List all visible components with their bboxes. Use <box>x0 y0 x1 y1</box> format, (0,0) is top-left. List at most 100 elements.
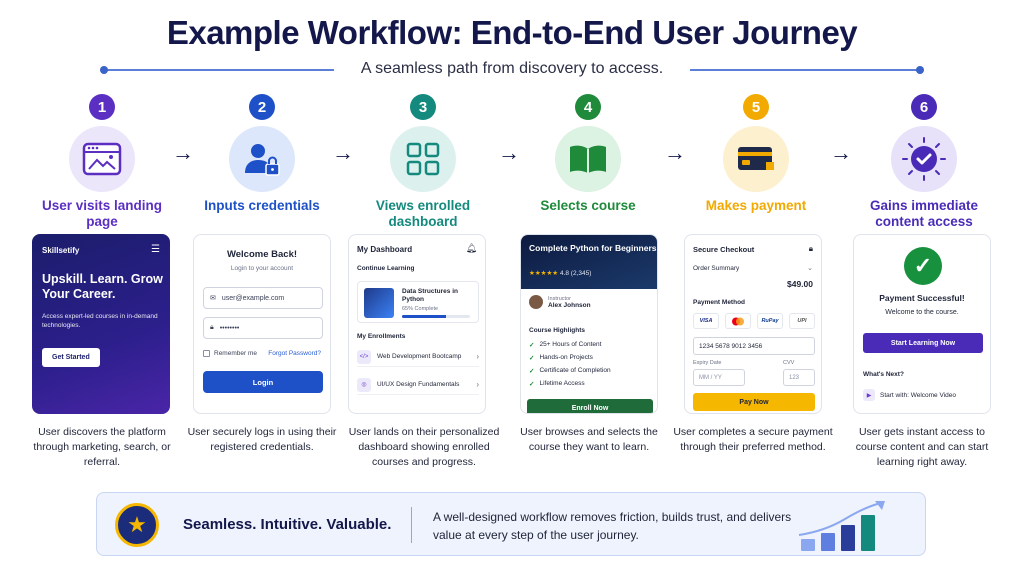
course-detail-mockup: Complete Python for Beginners ★★★★★ 4.8 … <box>520 234 658 414</box>
list-item[interactable]: </> Web Development Bootcamp › <box>357 347 479 367</box>
code-icon: </> <box>357 349 371 364</box>
course-header: Complete Python for Beginners ★★★★★ 4.8 … <box>521 235 657 289</box>
book-icon <box>555 126 621 192</box>
instructor-name: Alex Johnson <box>548 301 591 309</box>
whats-next-label: What's Next? <box>863 371 904 378</box>
expiry-field[interactable]: MM / YY <box>693 369 745 386</box>
order-amount: $49.00 <box>787 279 813 289</box>
chevron-right-icon: › <box>476 352 479 361</box>
enrollments-label: My Enrollments <box>357 333 406 340</box>
step-6: 6 Gains immediate content access <box>854 94 994 230</box>
step-description: User browses and selects the course they… <box>520 426 658 453</box>
check-icon: ✓ <box>529 342 535 349</box>
payment-method-label: Payment Method <box>693 299 746 306</box>
step-label: User visits landing page <box>41 198 163 229</box>
login-mockup: Welcome Back! Login to your account ✉ us… <box>193 234 331 414</box>
mail-icon: ✉ <box>210 295 216 302</box>
step-4: 4 Selects course <box>518 94 658 214</box>
avatar <box>529 295 543 309</box>
step-3: 3 Views enrolled dashboard <box>353 94 493 230</box>
card-number-field[interactable]: 1234 5678 9012 3456 <box>693 337 815 355</box>
list-item: ✓Certificate of Completion <box>529 367 611 375</box>
check-icon: ✓ <box>529 355 535 362</box>
dashboard-title: My Dashboard <box>357 245 413 254</box>
arrow-icon: → <box>830 140 852 165</box>
cvv-field[interactable]: 123 <box>783 369 815 386</box>
play-icon: ▶ <box>863 389 875 401</box>
step-number: 5 <box>743 94 769 120</box>
password-field[interactable]: 🔒︎ •••••••• <box>203 317 323 339</box>
rupay-option[interactable]: RuPay <box>757 313 783 329</box>
upi-option[interactable]: UPI <box>789 313 815 329</box>
arrow-icon: → <box>664 140 686 165</box>
user-lock-icon <box>229 126 295 192</box>
progress-fill <box>402 315 447 318</box>
check-circle-icon: ✓ <box>904 247 942 285</box>
visa-option[interactable]: VISA <box>693 313 719 329</box>
login-title: Welcome Back! <box>226 249 298 260</box>
course-progress-bar <box>402 315 470 318</box>
step-2: 2 Inputs credentials <box>192 94 332 214</box>
summary-banner: ★ Seamless. Intuitive. Valuable. A well-… <box>96 492 926 556</box>
email-field[interactable]: ✉ user@example.com <box>203 287 323 309</box>
remember-me[interactable]: Remember me <box>203 350 257 357</box>
pay-now-button[interactable]: Pay Now <box>693 393 815 411</box>
checkout-mockup: Secure Checkout 🔒︎ Order Summary ⌄ $49.0… <box>684 234 822 414</box>
order-summary-label: Order Summary <box>693 265 740 272</box>
enroll-now-button[interactable]: Enroll Now <box>527 399 653 413</box>
step-1: 1 User visits landing page <box>32 94 172 230</box>
list-item[interactable]: ◎ UI/UX Design Fundamentals › <box>357 375 479 395</box>
subtitle-line-right <box>690 69 922 71</box>
course-title: Complete Python for Beginners <box>529 243 657 253</box>
mastercard-option[interactable] <box>725 313 751 329</box>
next-item-text: Start with: Welcome Video <box>880 391 956 399</box>
continue-course-card[interactable]: Data Structures in Python 65% Complete <box>357 281 479 323</box>
list-item: ✓ 25+ Hours of Content <box>529 341 601 349</box>
bell-icon[interactable]: 🔔︎ <box>465 243 477 253</box>
chevron-down-icon[interactable]: ⌄ <box>807 265 813 272</box>
get-started-button[interactable]: Get Started <box>42 348 100 367</box>
list-item: ✓Hands-on Projects <box>529 354 593 362</box>
subtitle-row: A seamless path from discovery to access… <box>100 60 924 80</box>
course-progress-text: 65% Complete <box>402 306 439 312</box>
step-number: 3 <box>410 94 436 120</box>
step-description: User discovers the platform through mark… <box>33 426 171 468</box>
start-learning-button[interactable]: Start Learning Now <box>863 333 983 353</box>
expiry-label: Expiry Date <box>693 360 722 366</box>
step-description: User gets instant access to course conte… <box>855 426 989 468</box>
next-item[interactable]: ▶ Start with: Welcome Video <box>863 389 956 401</box>
dashboard-grid-icon <box>390 126 456 192</box>
login-button[interactable]: Login <box>203 371 323 393</box>
step-label: Selects course <box>540 198 636 213</box>
success-title: Payment Successful! <box>879 293 965 303</box>
step-number: 2 <box>249 94 275 120</box>
forgot-password-link[interactable]: Forgot Password? <box>268 350 321 357</box>
cvv-label: CVV <box>783 360 795 366</box>
check-icon: ✓ <box>529 381 535 388</box>
enrollment-title: UI/UX Design Fundamentals <box>377 381 460 388</box>
list-item: ✓Lifetime Access <box>529 380 585 388</box>
step-label: Gains immediate content access <box>869 198 979 229</box>
page-subtitle: A seamless path from discovery to access… <box>360 60 664 77</box>
email-value: user@example.com <box>221 294 285 302</box>
lock-icon: 🔒︎ <box>210 324 214 331</box>
remember-checkbox[interactable] <box>203 350 210 357</box>
banner-message: A well-designed workflow removes frictio… <box>433 510 792 542</box>
success-mockup: ✓ Payment Successful! Welcome to the cou… <box>853 234 991 414</box>
step-label: Makes payment <box>705 198 807 213</box>
hamburger-menu-icon[interactable]: ☰ <box>151 244 160 255</box>
step-number: 4 <box>575 94 601 120</box>
lock-icon: 🔒︎ <box>808 244 813 253</box>
chevron-right-icon: › <box>476 380 479 389</box>
dashboard-mockup: My Dashboard 🔔︎ Continue Learning Data S… <box>348 234 486 414</box>
payment-methods: VISA RuPay UPI <box>693 313 815 329</box>
login-subtitle: Login to your account <box>230 265 294 272</box>
welcome-text: Welcome to the course. <box>885 309 959 316</box>
highlights-label: Course Highlights <box>529 327 585 334</box>
remember-label: Remember me <box>214 350 257 357</box>
mastercard-logo-icon <box>732 317 744 325</box>
highlight-text: 25+ Hours of Content <box>539 341 602 348</box>
course-title: Data Structures in Python <box>402 288 458 303</box>
step-number: 1 <box>89 94 115 120</box>
star-rating: ★★★★★ 4.8 (2,345) <box>529 270 592 277</box>
